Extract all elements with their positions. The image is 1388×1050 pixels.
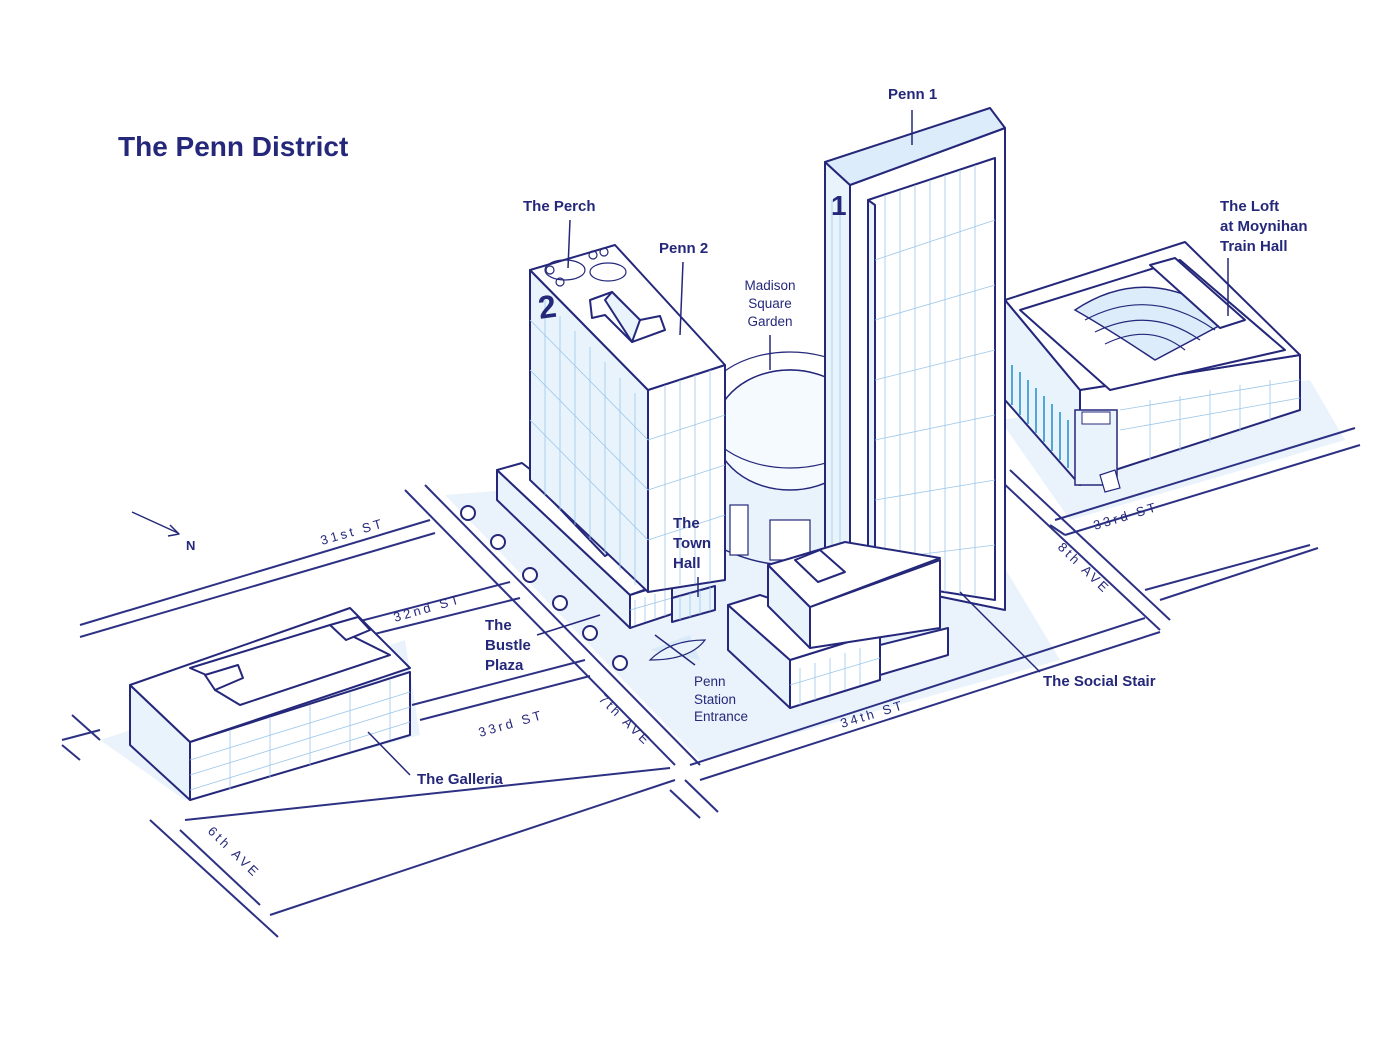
label-penn-station-line-3: Entrance — [694, 709, 748, 724]
north-label: N — [186, 538, 195, 553]
label-loft-line-1: The Loft — [1220, 198, 1279, 215]
penn-1-numeral: 1 — [831, 190, 847, 221]
page-title: The Penn District — [118, 131, 348, 162]
label-town-hall-line-3: Hall — [673, 555, 701, 572]
tree-icon — [582, 625, 598, 641]
label-galleria: The Galleria — [417, 771, 504, 788]
label-loft-line-3: Train Hall — [1220, 238, 1288, 255]
label-leader-lines — [367, 110, 1229, 776]
tree-icon — [460, 505, 476, 521]
label-social-stair: The Social Stair — [1043, 673, 1156, 690]
label-bustle-line-1: The — [485, 617, 512, 634]
tree-icon — [522, 567, 538, 583]
label-penn-1: Penn 1 — [888, 86, 937, 103]
avenue-8th: 8th AVE — [1055, 539, 1114, 596]
tree-icon — [552, 595, 568, 611]
street-grid — [61, 427, 1361, 938]
building-galleria — [129, 607, 411, 801]
street-33rd-left: 33rd ST — [477, 707, 546, 740]
label-bustle-line-2: Bustle — [485, 637, 531, 654]
label-the-perch: The Perch — [523, 198, 596, 215]
building-penn-2: 2 — [529, 244, 726, 661]
avenue-6th: 6th AVE — [205, 823, 264, 880]
label-msg-line-1: Madison — [744, 278, 795, 293]
north-arrow-icon: N — [131, 511, 195, 553]
building-moynihan-train-hall — [1004, 241, 1301, 493]
label-msg-line-2: Square — [748, 296, 792, 311]
tree-icon — [490, 534, 506, 550]
label-town-hall-line-2: Town — [673, 535, 711, 552]
street-trees — [460, 505, 628, 671]
penn-2-numeral: 2 — [536, 288, 559, 326]
label-penn-2: Penn 2 — [659, 240, 708, 257]
tree-icon — [612, 655, 628, 671]
label-bustle-line-3: Plaza — [485, 657, 524, 674]
building-penn-1: 1 — [727, 107, 1006, 709]
label-penn-station-line-2: Station — [694, 692, 736, 707]
label-msg-line-3: Garden — [747, 314, 792, 329]
label-town-hall-line-1: The — [673, 515, 700, 532]
label-penn-station-line-1: Penn — [694, 674, 726, 689]
map-labels: The Penn District Penn 1 Penn 2 The Perc… — [118, 86, 1308, 788]
label-loft-line-2: at Moynihan — [1220, 218, 1308, 235]
street-32nd: 32nd ST — [392, 591, 464, 625]
